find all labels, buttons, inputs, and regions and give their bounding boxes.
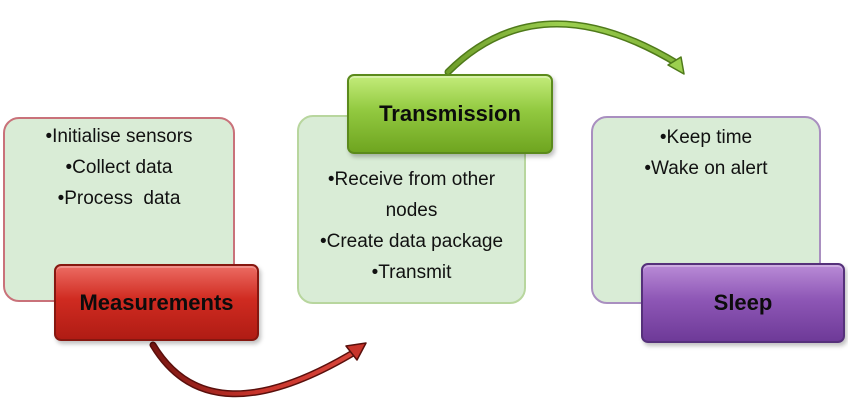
transmission-item: •Receive from other nodes [327, 169, 496, 221]
sleep-title: Sleep [713, 290, 773, 315]
measurements-item: •Collect data [65, 157, 173, 178]
arrow-curve-green [444, 20, 682, 76]
transmission-title: Transmission [379, 101, 521, 126]
arrow-measurements-to-transmission [149, 341, 367, 398]
measurements-item: •Initialise sensors [45, 126, 193, 147]
arrow-transmission-to-sleep [444, 20, 685, 76]
transmission-item: •Transmit [371, 262, 452, 283]
measurements-item: •Process data [57, 188, 181, 209]
sleep-header: Sleep [641, 263, 845, 343]
sleep-item: •Wake on alert [644, 158, 768, 179]
arrow-head-green [667, 56, 685, 75]
arrow-curve-red [149, 341, 362, 398]
measurements-title: Measurements [79, 289, 234, 315]
measurements-header: Measurements [54, 264, 259, 341]
arrow-head-red [345, 342, 367, 361]
transmission-item: •Create data package [319, 231, 504, 252]
sleep-item: •Keep time [659, 127, 753, 148]
transmission-header: Transmission [347, 74, 553, 154]
